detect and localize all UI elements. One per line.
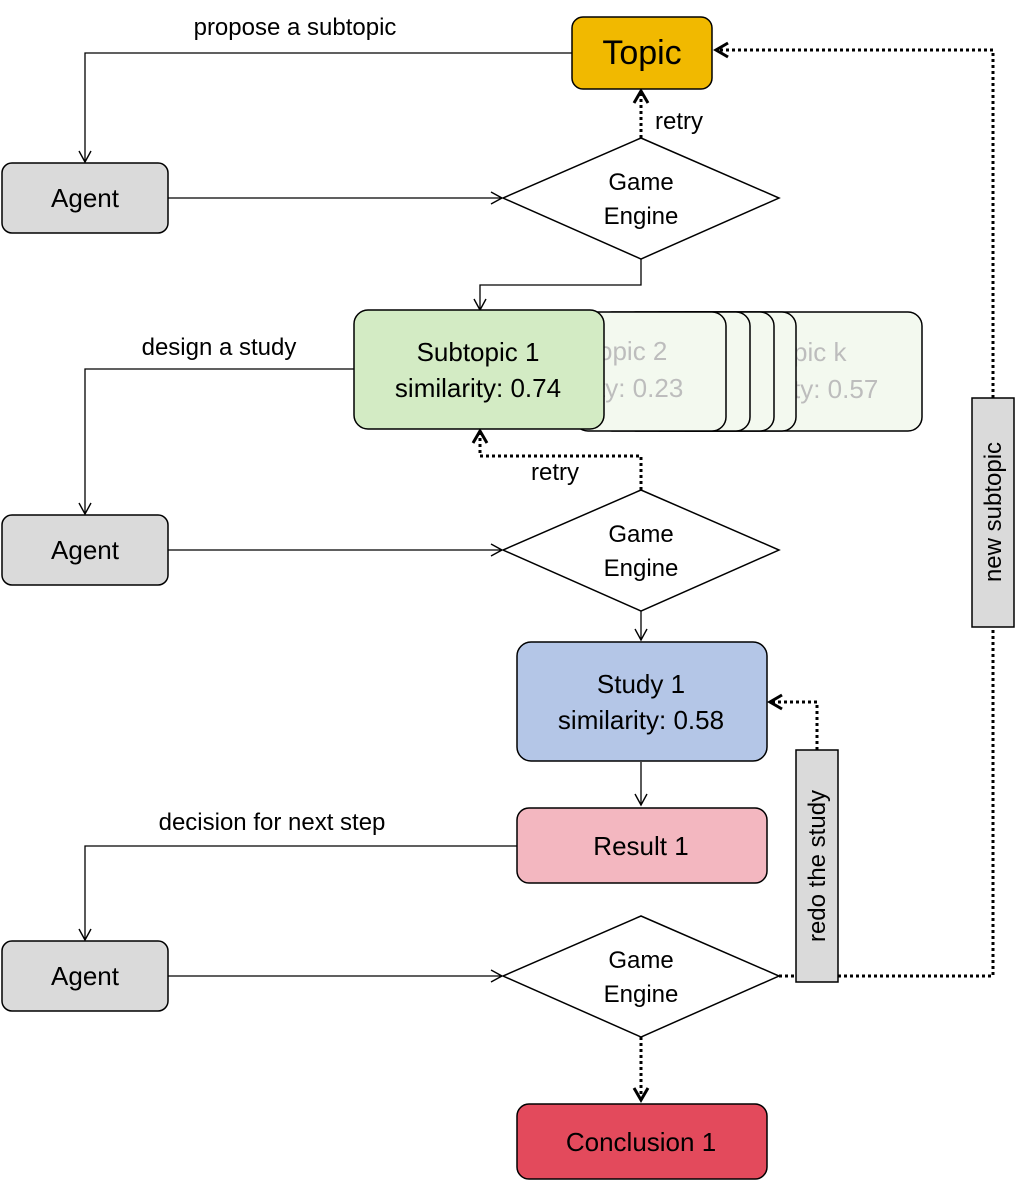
agent-label-1: Agent bbox=[51, 183, 120, 213]
edge-engine1-subtopic1 bbox=[473, 259, 642, 312]
redo-study-label-box bbox=[795, 749, 839, 983]
subtopic-1-card bbox=[353, 309, 605, 430]
edge-label-decision-next: decision for next step bbox=[159, 809, 386, 836]
subtopic-k-title: pic k bbox=[793, 337, 847, 367]
game-engine-2 bbox=[501, 489, 781, 612]
edge-retry-2 bbox=[471, 428, 643, 490]
agent-label-2: Agent bbox=[51, 535, 120, 565]
subtopic-2-similarity: ty: 0.23 bbox=[598, 373, 683, 403]
agent-node-1 bbox=[1, 162, 169, 234]
game-engine-3-line-2: Engine bbox=[604, 981, 679, 1008]
edge-new-subtopic bbox=[838, 627, 995, 978]
conclusion-1-label: Conclusion 1 bbox=[566, 1127, 716, 1157]
subtopic-1-similarity: similarity: 0.74 bbox=[395, 373, 561, 403]
result-1-card bbox=[516, 807, 768, 884]
subtopic-1-title: Subtopic 1 bbox=[417, 337, 540, 367]
edge-label-redo-study: redo the study bbox=[804, 790, 831, 942]
edge-label-design-study: design a study bbox=[142, 334, 297, 361]
edge-label-retry-1: retry bbox=[655, 108, 703, 135]
subtopic-2-title: opic 2 bbox=[598, 336, 667, 366]
game-engine-1-line-1: Game bbox=[608, 169, 673, 196]
edge-new-subtopic-top bbox=[713, 41, 995, 398]
edge-design-study bbox=[78, 368, 354, 516]
study-1-title: Study 1 bbox=[597, 669, 685, 699]
game-engine-1-line-2: Engine bbox=[604, 203, 679, 230]
conclusion-1-card bbox=[516, 1103, 768, 1180]
edge-redo-study-top bbox=[767, 693, 819, 750]
game-engine-2-line-2: Engine bbox=[604, 555, 679, 582]
edge-label-new-subtopic: new subtopic bbox=[980, 442, 1007, 582]
game-engine-3 bbox=[501, 915, 781, 1038]
topic-node bbox=[571, 16, 713, 90]
result-1-label: Result 1 bbox=[593, 831, 688, 861]
agent-label-3: Agent bbox=[51, 961, 120, 991]
study-1-card bbox=[516, 641, 768, 762]
new-subtopic-label-box bbox=[971, 397, 1015, 628]
edge-label-propose-subtopic: propose a subtopic bbox=[194, 14, 397, 41]
game-engine-2-line-1: Game bbox=[608, 521, 673, 548]
agent-node-2 bbox=[1, 514, 169, 586]
edge-propose-subtopic bbox=[78, 52, 572, 164]
edge-decision-next bbox=[78, 845, 517, 942]
game-engine-3-line-1: Game bbox=[608, 947, 673, 974]
game-engine-1 bbox=[501, 137, 781, 260]
agent-node-3 bbox=[1, 940, 169, 1012]
subtopic-k-similarity: ty: 0.57 bbox=[793, 374, 878, 404]
edge-label-retry-2: retry bbox=[531, 459, 579, 486]
topic-label: Topic bbox=[602, 34, 681, 72]
study-1-similarity: similarity: 0.58 bbox=[558, 705, 724, 735]
